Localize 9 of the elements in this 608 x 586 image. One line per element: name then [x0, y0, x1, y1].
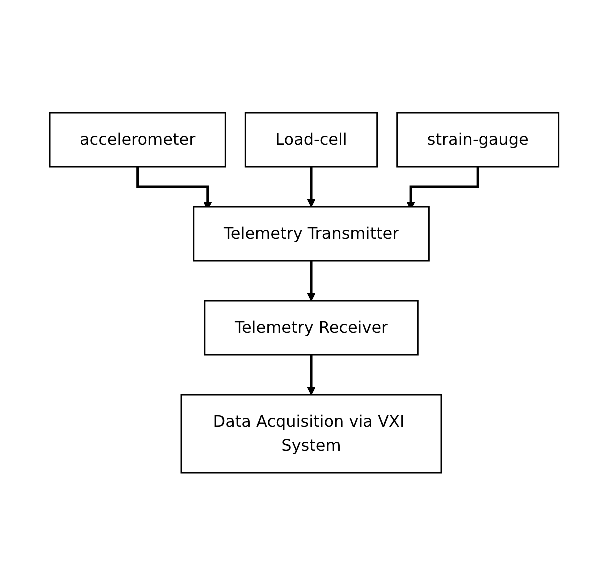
node-box: accelerometer: [48, 112, 226, 168]
node-box: Telemetry Receiver: [204, 300, 418, 356]
node-box: strain-gauge: [396, 112, 560, 168]
node-box: Telemetry Transmitter: [192, 206, 430, 262]
arrow: [306, 166, 316, 208]
node-box: Data Acquisition via VXI System: [180, 394, 442, 474]
node-box: Load-cell: [244, 112, 378, 168]
arrow: [306, 260, 316, 302]
arrow: [306, 354, 316, 396]
